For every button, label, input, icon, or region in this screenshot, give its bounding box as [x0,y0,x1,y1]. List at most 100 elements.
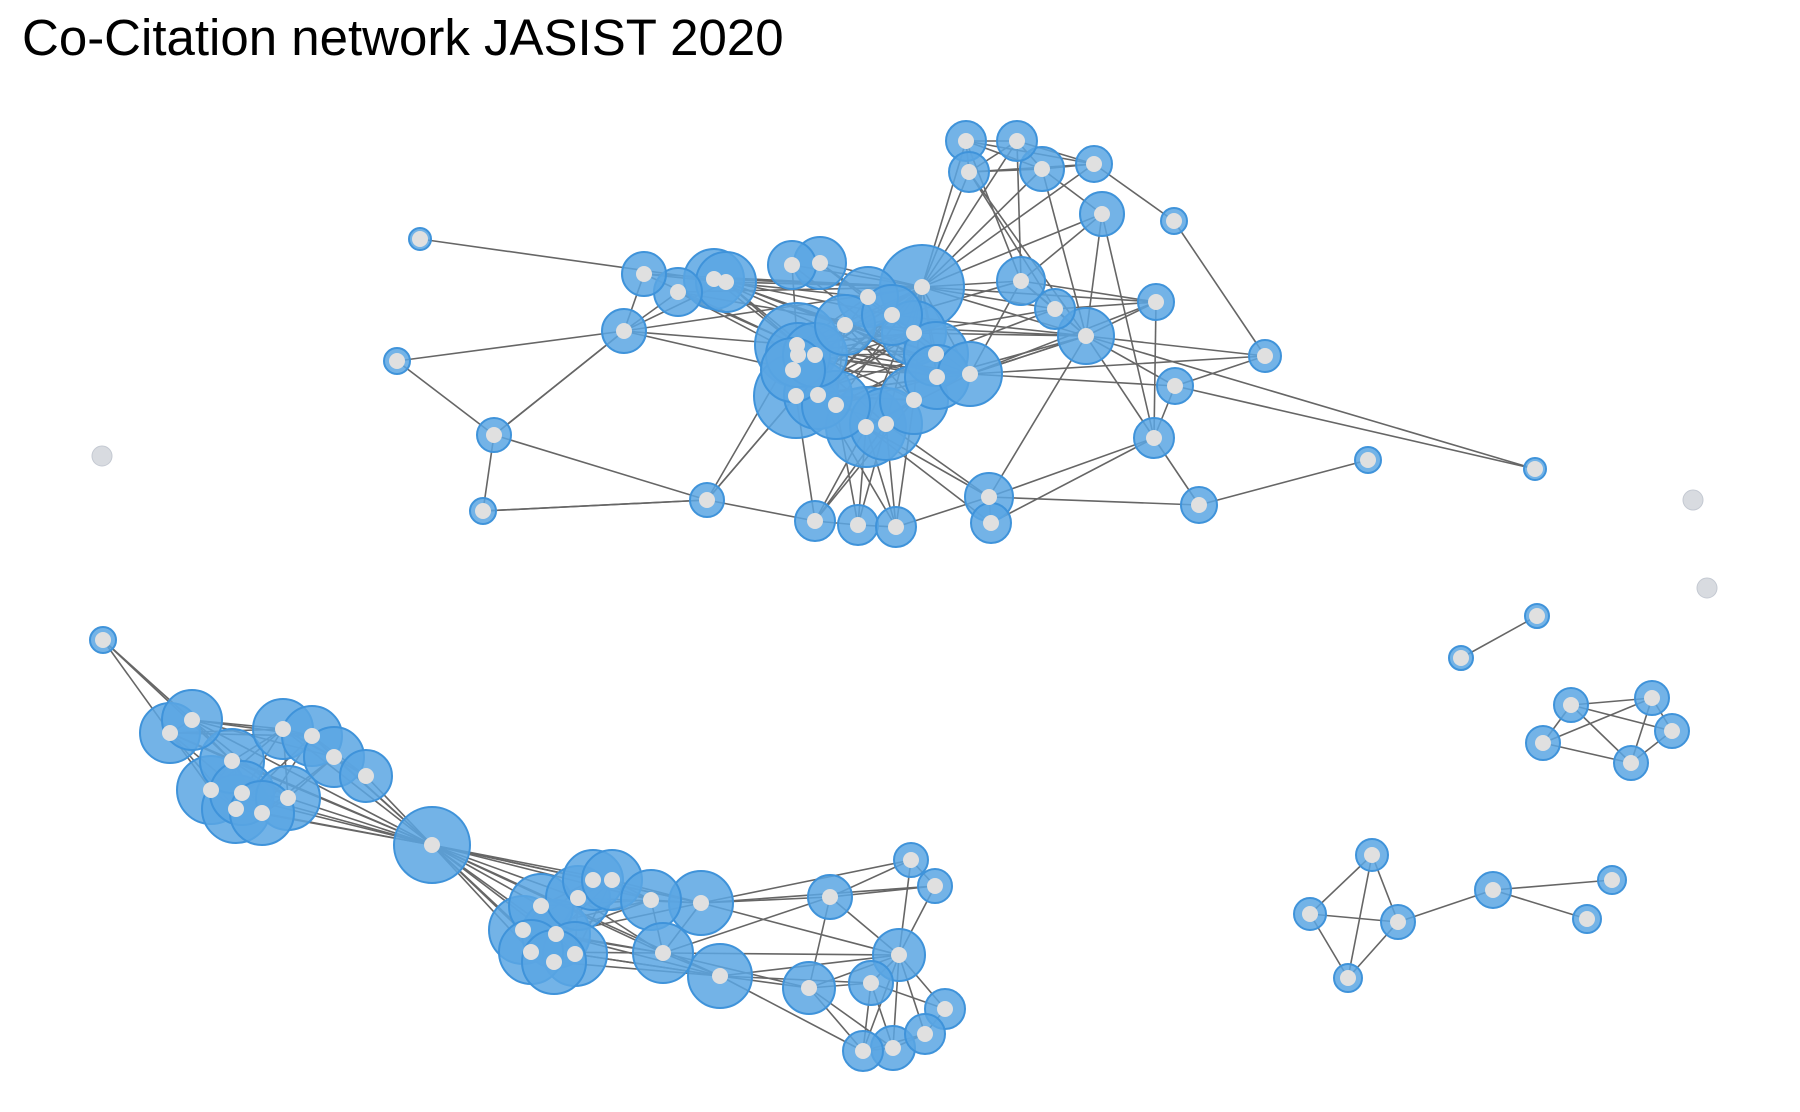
node-b5[interactable] [304,728,320,744]
node-b25[interactable] [546,954,562,970]
node-t12[interactable] [1257,348,1273,364]
node-b20[interactable] [570,890,586,906]
node-t43[interactable] [878,416,894,432]
node-t35[interactable] [928,346,944,362]
node-t29[interactable] [884,307,900,323]
node-b15[interactable] [585,872,601,888]
node-b34[interactable] [937,1001,953,1017]
node-s5[interactable] [1485,882,1501,898]
node-p1[interactable] [1529,608,1545,624]
node-b7[interactable] [326,749,342,765]
node-t33[interactable] [785,362,801,378]
node-t32[interactable] [807,347,823,363]
node-b33[interactable] [863,975,879,991]
node-b9[interactable] [203,782,219,798]
node-b37[interactable] [885,1040,901,1056]
node-t37[interactable] [962,366,978,382]
node-b36[interactable] [855,1043,871,1059]
node-t28[interactable] [837,317,853,333]
node-t6[interactable] [1094,206,1110,222]
node-s4[interactable] [1340,970,1356,986]
node-t45[interactable] [475,503,491,519]
node-t7[interactable] [1166,213,1182,229]
node-t5[interactable] [1086,156,1102,172]
node-t31[interactable] [790,347,806,363]
node-b1[interactable] [95,632,111,648]
node-t26[interactable] [860,289,876,305]
node-t24[interactable] [812,255,828,271]
node-t49[interactable] [888,519,904,535]
node-q5[interactable] [1623,755,1639,771]
node-t51[interactable] [983,515,999,531]
node-t9[interactable] [1047,301,1063,317]
node-b3[interactable] [184,712,200,728]
node-t27[interactable] [914,279,930,295]
node-b21[interactable] [515,922,531,938]
node-b23[interactable] [567,946,583,962]
node-b18[interactable] [693,895,709,911]
node-t4[interactable] [1034,161,1050,177]
node-t41[interactable] [906,392,922,408]
node-t50[interactable] [981,489,997,505]
node-p2[interactable] [1453,650,1469,666]
node-r2[interactable] [1696,577,1718,599]
node-b17[interactable] [643,892,659,908]
node-t53[interactable] [91,445,113,467]
node-b8[interactable] [358,768,374,784]
node-t40[interactable] [828,397,844,413]
node-s3[interactable] [1390,914,1406,930]
node-b12[interactable] [228,801,244,817]
node-s6[interactable] [1604,872,1620,888]
node-t38[interactable] [788,388,804,404]
node-t13[interactable] [1167,378,1183,394]
node-b27[interactable] [712,968,728,984]
node-q2[interactable] [1644,690,1660,706]
node-t21[interactable] [616,323,632,339]
node-t2[interactable] [1009,133,1025,149]
node-s7[interactable] [1579,911,1595,927]
node-b10[interactable] [234,785,250,801]
node-t18[interactable] [636,266,652,282]
node-t25[interactable] [389,353,405,369]
node-t17[interactable] [412,231,428,247]
node-t48[interactable] [850,517,866,533]
node-t52[interactable] [1191,497,1207,513]
node-b22[interactable] [548,926,564,942]
node-t39[interactable] [810,387,826,403]
node-t8[interactable] [1013,273,1029,289]
node-b30[interactable] [927,878,943,894]
node-q4[interactable] [1664,723,1680,739]
node-b32[interactable] [801,980,817,996]
node-q3[interactable] [1535,735,1551,751]
node-t19[interactable] [670,284,686,300]
node-t46[interactable] [699,492,715,508]
node-b16[interactable] [604,872,620,888]
node-t16[interactable] [1527,461,1543,477]
node-b2[interactable] [162,725,178,741]
node-t22[interactable] [718,274,734,290]
node-t36[interactable] [929,369,945,385]
node-t42[interactable] [858,419,874,435]
node-t3[interactable] [961,164,977,180]
node-b35[interactable] [917,1026,933,1042]
node-b28[interactable] [822,889,838,905]
node-t10[interactable] [1148,294,1164,310]
node-t20[interactable] [706,271,722,287]
node-t1[interactable] [958,133,974,149]
node-s2[interactable] [1302,906,1318,922]
node-t23[interactable] [784,257,800,273]
node-b31[interactable] [891,947,907,963]
node-t44[interactable] [486,427,502,443]
node-q1[interactable] [1563,697,1579,713]
node-t47[interactable] [807,513,823,529]
node-t14[interactable] [1146,430,1162,446]
node-b24[interactable] [523,944,539,960]
node-s1[interactable] [1364,847,1380,863]
node-b26[interactable] [655,945,671,961]
node-b19[interactable] [533,898,549,914]
node-r1[interactable] [1682,489,1704,511]
node-t15[interactable] [1360,452,1376,468]
node-t11[interactable] [1078,328,1094,344]
node-b6[interactable] [224,753,240,769]
node-b4[interactable] [275,721,291,737]
